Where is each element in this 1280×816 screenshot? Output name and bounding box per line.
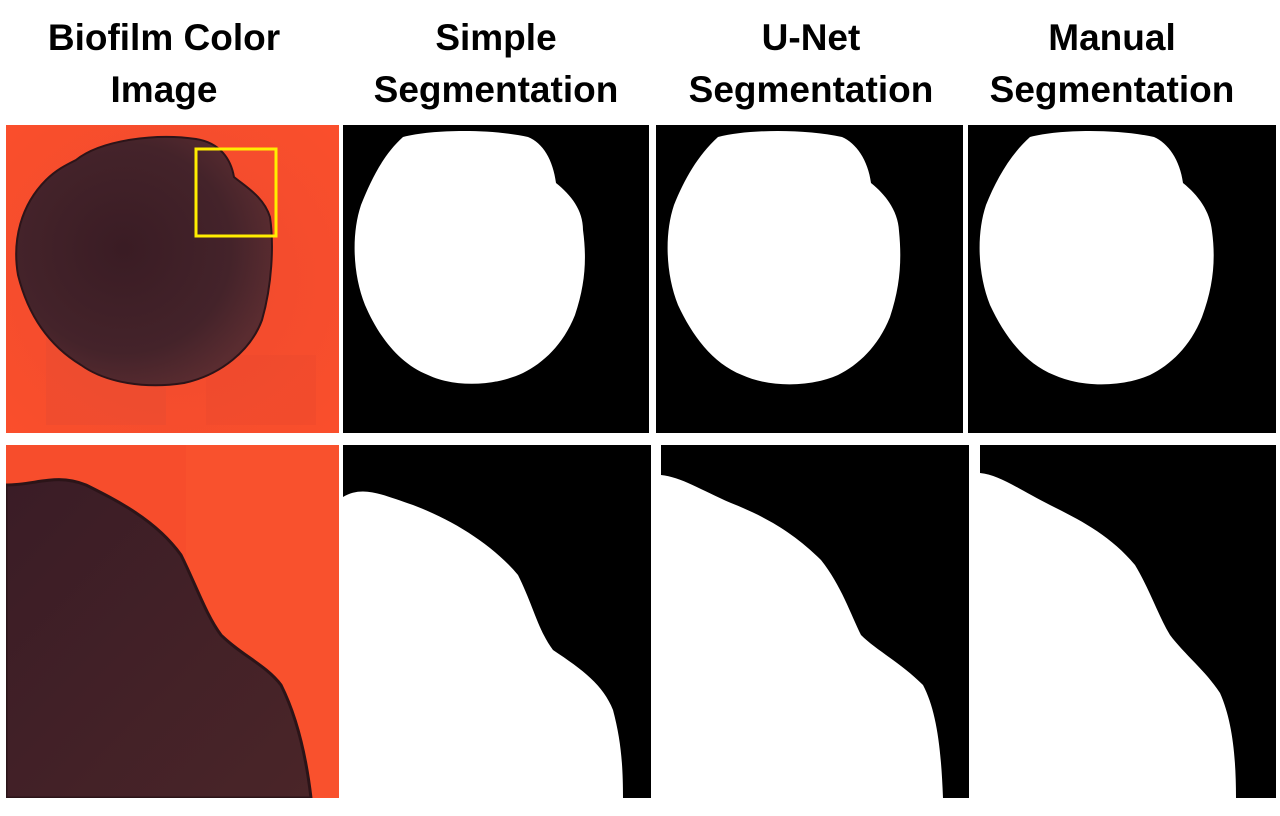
header-color-image: Biofilm Color Image <box>4 12 324 116</box>
roi-box <box>194 147 278 238</box>
header-simple-segmentation: Simple Segmentation <box>336 12 656 116</box>
header-line: Manual <box>1048 17 1176 58</box>
biofilm-colony-zoom <box>6 478 313 798</box>
header-manual-segmentation: Manual Segmentation <box>952 12 1272 116</box>
mask-foreground <box>343 491 623 798</box>
header-unet-segmentation: U-Net Segmentation <box>651 12 971 116</box>
header-line: Image <box>110 69 218 110</box>
header-line: Biofilm Color <box>47 17 281 58</box>
mask-foreground <box>980 473 1236 798</box>
mask-foreground <box>667 131 901 385</box>
biofilm-color-image-full <box>6 125 339 433</box>
header-line: U-Net <box>761 17 861 58</box>
header-line: Segmentation <box>688 69 934 110</box>
header-line: Segmentation <box>989 69 1235 110</box>
biofilm-color-image-zoom <box>6 445 339 798</box>
manual-segmentation-mask-full <box>968 125 1276 433</box>
mask-foreground <box>661 475 943 798</box>
simple-segmentation-mask-zoom <box>343 445 651 798</box>
mask-foreground <box>354 131 585 384</box>
mask-foreground <box>979 131 1214 385</box>
simple-segmentation-mask-full <box>343 125 649 433</box>
header-line: Segmentation <box>373 69 619 110</box>
unet-segmentation-mask-zoom <box>661 445 969 798</box>
unet-segmentation-mask-full <box>656 125 963 433</box>
manual-segmentation-mask-zoom <box>980 445 1276 798</box>
header-line: Simple <box>435 17 557 58</box>
